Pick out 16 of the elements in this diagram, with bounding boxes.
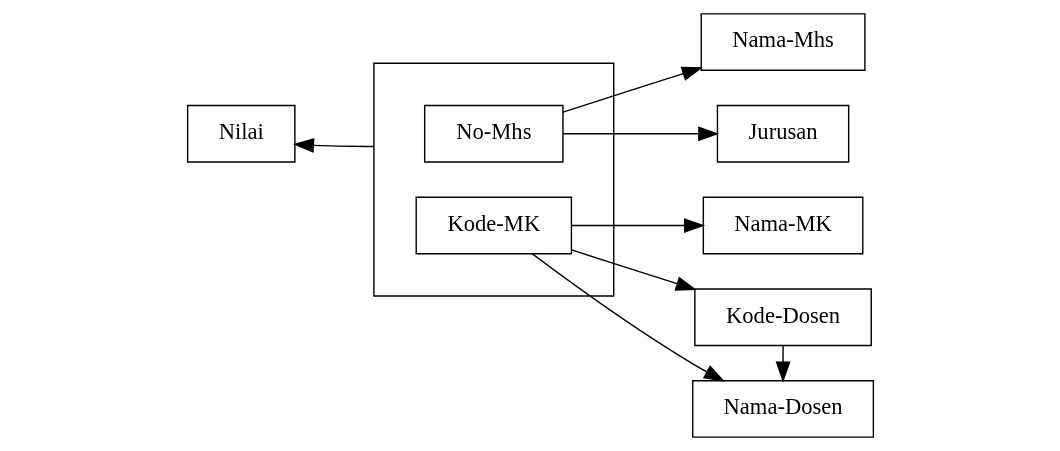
arrow: [775, 344, 790, 383]
node-box: No-Mhs: [423, 104, 564, 163]
node-box: Nama-Mhs: [700, 13, 866, 71]
node-box: Nama-Dosen: [691, 380, 874, 438]
arrow: [570, 218, 705, 233]
cluster: [372, 62, 614, 297]
arrow: [292, 138, 375, 153]
arrow: [561, 126, 719, 142]
node-box: Kode-Dosen: [693, 288, 872, 347]
node-box: Nilai: [186, 104, 296, 163]
arrow: [531, 253, 725, 382]
node-box: Kode-MK: [415, 196, 572, 255]
arrow: [561, 66, 703, 113]
node-box: Nama-MK: [702, 196, 863, 255]
node-box: Jurusan: [716, 104, 849, 163]
arrow: [570, 249, 697, 291]
